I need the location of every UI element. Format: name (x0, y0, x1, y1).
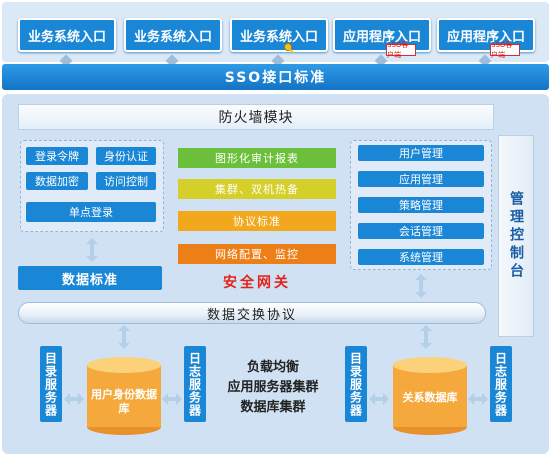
server-label: 日志服务器 (187, 351, 202, 417)
gateway-item[interactable]: 集群、双机热备 (178, 179, 336, 199)
left-right-arrow-icon (162, 393, 182, 405)
sso-bar-label: SSO接口标准 (224, 70, 327, 86)
entry-label: 应用程序入口 (342, 29, 421, 45)
load-balance-text: 负载均衡 (246, 360, 299, 375)
left-right-arrow-icon (468, 393, 488, 405)
system-management-button[interactable]: 系统管理 (358, 249, 484, 265)
server-label: 目录服务器 (43, 351, 58, 417)
up-down-arrow-icon (415, 274, 427, 298)
firewall-module: 防火墙模块 (18, 104, 494, 130)
admin-item-label: 用户管理 (399, 147, 443, 160)
admin-item-label: 系统管理 (399, 251, 443, 264)
connector-diamonds (59, 54, 492, 68)
access-control-button[interactable]: 访问控制 (96, 172, 156, 190)
gateway-item-label: 协议标准 (233, 215, 281, 228)
login-token-button[interactable]: 登录令牌 (26, 147, 88, 165)
app-entry-2[interactable]: 应用程序入口 (437, 18, 535, 52)
badge-text: SSO客户端 (491, 41, 513, 59)
sso-client-badge: SSO客户端 (386, 41, 416, 59)
server-label: 目录服务器 (348, 351, 363, 417)
app-cluster-text: 应用服务器集群 (227, 380, 319, 395)
relational-database-label: 关系数据库 (402, 391, 458, 404)
business-entry-1[interactable]: 业务系统入口 (18, 18, 116, 52)
up-down-arrow-icon (118, 325, 130, 349)
entry-label: 应用程序入口 (446, 29, 525, 45)
sso-interface-standard: SSO接口标准 (2, 64, 549, 90)
server-label: 日志服务器 (493, 351, 508, 417)
key-icon (284, 43, 295, 54)
app-management-button[interactable]: 应用管理 (358, 171, 484, 187)
gateway-item-label: 集群、双机热备 (215, 183, 299, 196)
db-cluster-text: 数据库集群 (240, 400, 306, 415)
admin-item-label: 策略管理 (399, 199, 443, 212)
user-management-button[interactable]: 用户管理 (358, 145, 484, 161)
policy-management-button[interactable]: 策略管理 (358, 197, 484, 213)
session-management-button[interactable]: 会话管理 (358, 223, 484, 239)
admin-item-label: 应用管理 (399, 173, 443, 186)
firewall-label: 防火墙模块 (218, 110, 294, 126)
sso-client-badge: SSO客户端 (490, 41, 520, 59)
auth-item-label: 访问控制 (104, 175, 148, 188)
entry-label: 业务系统入口 (27, 29, 106, 45)
business-entry-2[interactable]: 业务系统入口 (124, 18, 222, 52)
database-icon (393, 357, 467, 435)
security-gateway-title: 安全网关 (223, 275, 291, 291)
log-server[interactable]: 日志服务器 (184, 346, 206, 422)
protocol-label: 数据交换协议 (206, 307, 297, 323)
auth-item-label: 登录令牌 (35, 150, 79, 163)
user-identity-database-label: 用户身份数据库 (91, 388, 157, 415)
data-standard-label: 数据标准 (61, 272, 118, 288)
badge-text: SSO客户端 (387, 41, 409, 59)
management-console[interactable]: 管理控制台 (498, 135, 534, 337)
data-encryption-button[interactable]: 数据加密 (26, 172, 88, 190)
data-exchange-protocol: 数据交换协议 (18, 302, 486, 324)
identity-auth-button[interactable]: 身份认证 (96, 147, 156, 165)
up-down-arrow-icon (420, 325, 432, 349)
gateway-item-label: 图形化审计报表 (215, 152, 299, 165)
gateway-item[interactable]: 协议标准 (178, 211, 336, 231)
gateway-item-label: 网络配置、监控 (215, 248, 299, 261)
directory-server[interactable]: 目录服务器 (40, 346, 62, 422)
admin-item-label: 会话管理 (399, 225, 443, 238)
cluster-description: 负载均衡 应用服务器集群 数据库集群 (218, 358, 328, 418)
single-sign-on-button[interactable]: 单点登录 (26, 202, 156, 222)
auth-item-label: 身份认证 (104, 150, 148, 163)
business-entry-3[interactable]: 业务系统入口 (230, 18, 328, 52)
log-server[interactable]: 日志服务器 (490, 346, 512, 422)
gateway-item[interactable]: 图形化审计报表 (178, 148, 336, 168)
up-down-arrow-icon (86, 238, 98, 262)
data-standard: 数据标准 (18, 266, 162, 290)
database-icon (87, 357, 161, 435)
gateway-item[interactable]: 网络配置、监控 (178, 244, 336, 264)
app-entry-1[interactable]: 应用程序入口 (333, 18, 431, 52)
left-right-arrow-icon (64, 393, 84, 405)
entry-label: 业务系统入口 (133, 29, 212, 45)
left-right-arrow-icon (369, 393, 389, 405)
sso-label: 单点登录 (69, 206, 113, 219)
entry-label: 业务系统入口 (239, 29, 318, 45)
management-label: 管理控制台 (508, 191, 524, 281)
auth-item-label: 数据加密 (35, 175, 79, 188)
directory-server[interactable]: 目录服务器 (345, 346, 367, 422)
